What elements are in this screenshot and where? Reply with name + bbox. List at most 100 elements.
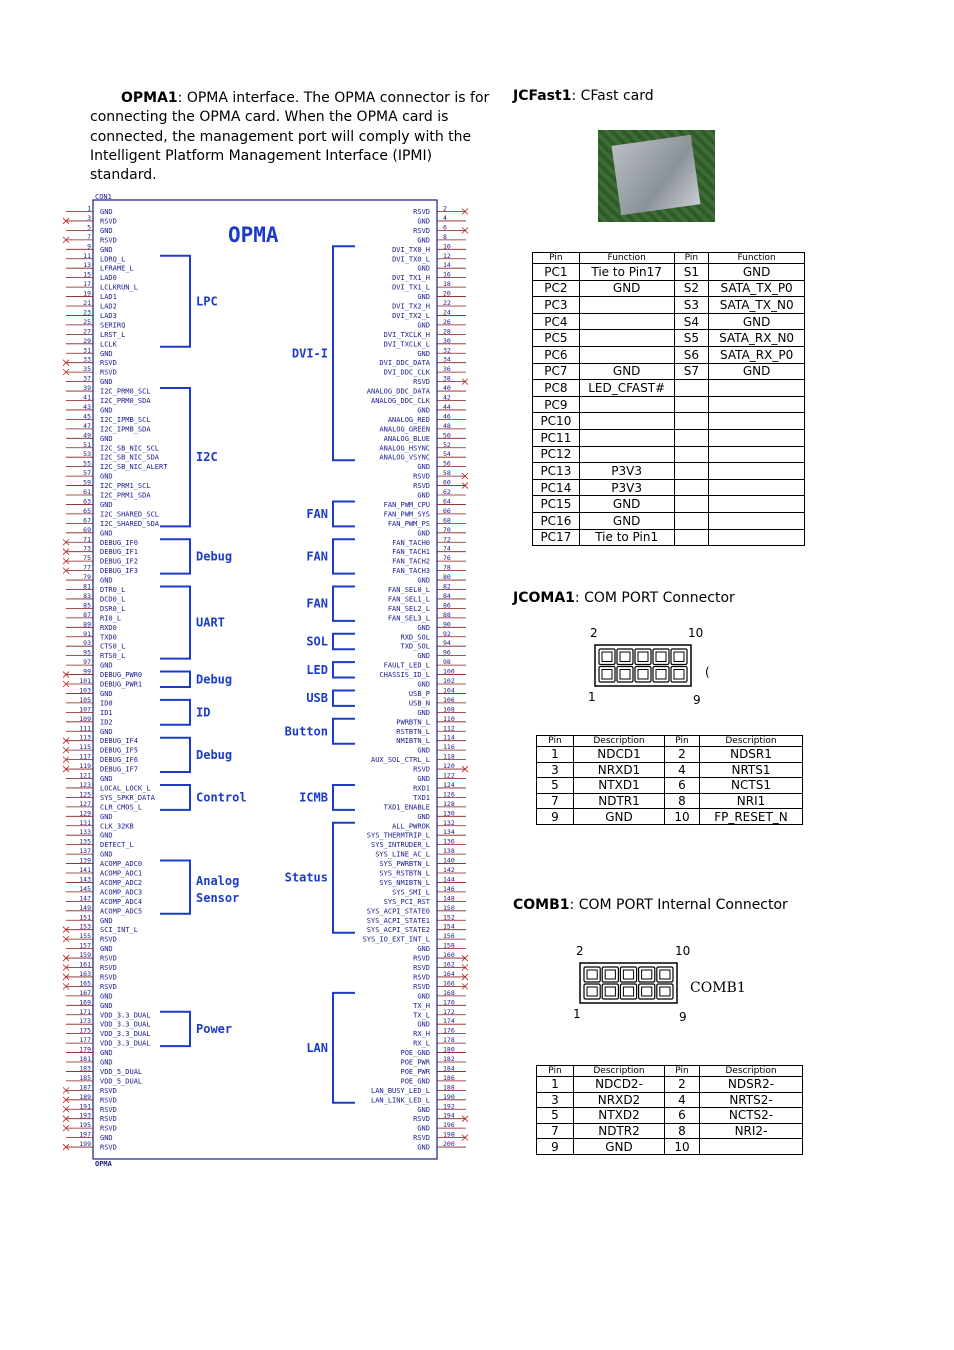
pin-number: 186 [443,1074,455,1082]
pin-name: RSVD [413,964,430,972]
pin-name: GND [417,1021,430,1029]
pin-name: GND [100,1134,113,1142]
pin-number: 175 [79,1027,91,1035]
no-connect-mark [62,935,70,943]
pin-name: RSTBTN_L [396,728,430,736]
pin-name: CHASSIS_ID_L [379,671,430,679]
pin-name: SYS_ACPI_STATE2 [367,926,430,934]
pin-number: 33 [83,356,91,364]
pin-number: 29 [83,337,91,345]
pin-number: 190 [443,1093,455,1101]
pin-number: 18 [443,280,451,288]
group-bracket [332,585,355,622]
group-label: Debug [196,748,232,762]
group-label: ICMB [299,790,328,804]
group-label: UART [196,616,225,630]
pin-name: LOCAL_LOCK_L [100,784,151,792]
group-label: SOL [306,634,328,648]
pin-name: ACOMP_ADC1 [100,870,142,878]
pin-name: FAN_SEL0_L [388,586,430,594]
pin-name: GND [417,652,430,660]
pin-number: 19 [83,290,91,298]
pin-number: 120 [443,762,455,770]
pin-number: 141 [79,866,91,874]
pin-number: 58 [443,469,451,477]
pin-number: 25 [83,318,91,326]
pin-name: RX_L [413,1040,430,1048]
pin-number: 109 [79,715,91,723]
pin-name: GND [417,1125,430,1133]
pin-number: 177 [79,1036,91,1044]
pin-number: 51 [83,441,91,449]
pin-number: 84 [443,592,451,600]
pin-number: 60 [443,479,451,487]
pin-number: 73 [83,545,91,553]
pin-name: SYS_NMIBTN_L [379,879,430,887]
pin-number: 48 [443,422,451,430]
table-cell: PC6 [532,345,580,364]
pin-name: GND [100,529,113,537]
pin-name: ID0 [100,699,113,707]
pin-number: 59 [83,479,91,487]
pin-number: 105 [79,696,91,704]
pin-name: ACOMP_ADC0 [100,860,142,868]
pin-number: 44 [443,403,451,411]
pin-number: 61 [83,488,91,496]
pin-number: 121 [79,772,91,780]
pin-name: FAN_TACH0 [392,539,430,547]
pin-name: CLR_CMOS_L [100,803,142,811]
pin-name: ANALOG_GREEN [379,425,430,433]
pin-name: GND [100,227,113,235]
pin-number: 167 [79,989,91,997]
pin-name: I2C_PRM0_SCL [100,388,151,396]
pin-name: DSR0_L [100,605,125,613]
pin-name: RXD0 [100,624,117,632]
table-cell: NCTS1 [699,777,803,794]
pin-number: 115 [79,743,91,751]
pin-number: 172 [443,1008,455,1016]
pin-name: RSVD [100,1125,117,1133]
pin-number: 70 [443,526,451,534]
pin-name: FAN_PWM_PS [388,520,430,528]
pin-name: TX_H [413,1002,430,1010]
jcoma-connector-icon [594,644,692,687]
connector-pin-inner [641,986,653,997]
pin-name: RSVD [413,766,430,774]
connector-pin-inner [637,669,649,680]
pin-number: 30 [443,337,451,345]
pin-number: 72 [443,535,451,543]
pin-name: TXD_SOL [400,643,430,651]
pin-number: 131 [79,819,91,827]
pin-number: 118 [443,753,455,761]
pin-name: ANALOG_RED [388,416,430,424]
pin-number: 85 [83,601,91,609]
pin-number: 94 [443,639,451,647]
pin-number: 199 [79,1140,91,1148]
pin-name: GND [100,1059,113,1067]
pin-number: 166 [443,979,455,987]
pin-name: RSVD [100,359,117,367]
pin-name: LDRQ_L [100,255,125,263]
pin-number: 21 [83,299,91,307]
pin-name: TX_L [413,1011,430,1019]
pin-number: 32 [443,346,451,354]
no-connect-mark [62,1115,70,1122]
group-label: Status [285,871,328,885]
pin-number: 134 [443,828,455,836]
pin-name: GND [100,406,113,414]
pin-number: 161 [79,961,91,969]
no-connect-mark [62,1124,70,1132]
connector-pin-inner [586,969,598,980]
pin-name: FAN_SEL2_L [388,605,430,613]
pin-number: 187 [79,1083,91,1091]
pin-number: 50 [443,431,451,439]
pin-number: 184 [443,1064,455,1072]
pin-name: TXD1_ENABLE [384,803,430,811]
pin-number: 154 [443,923,455,931]
group-label: Sensor [196,891,239,905]
comb-name-label: COMB1 [690,980,746,996]
